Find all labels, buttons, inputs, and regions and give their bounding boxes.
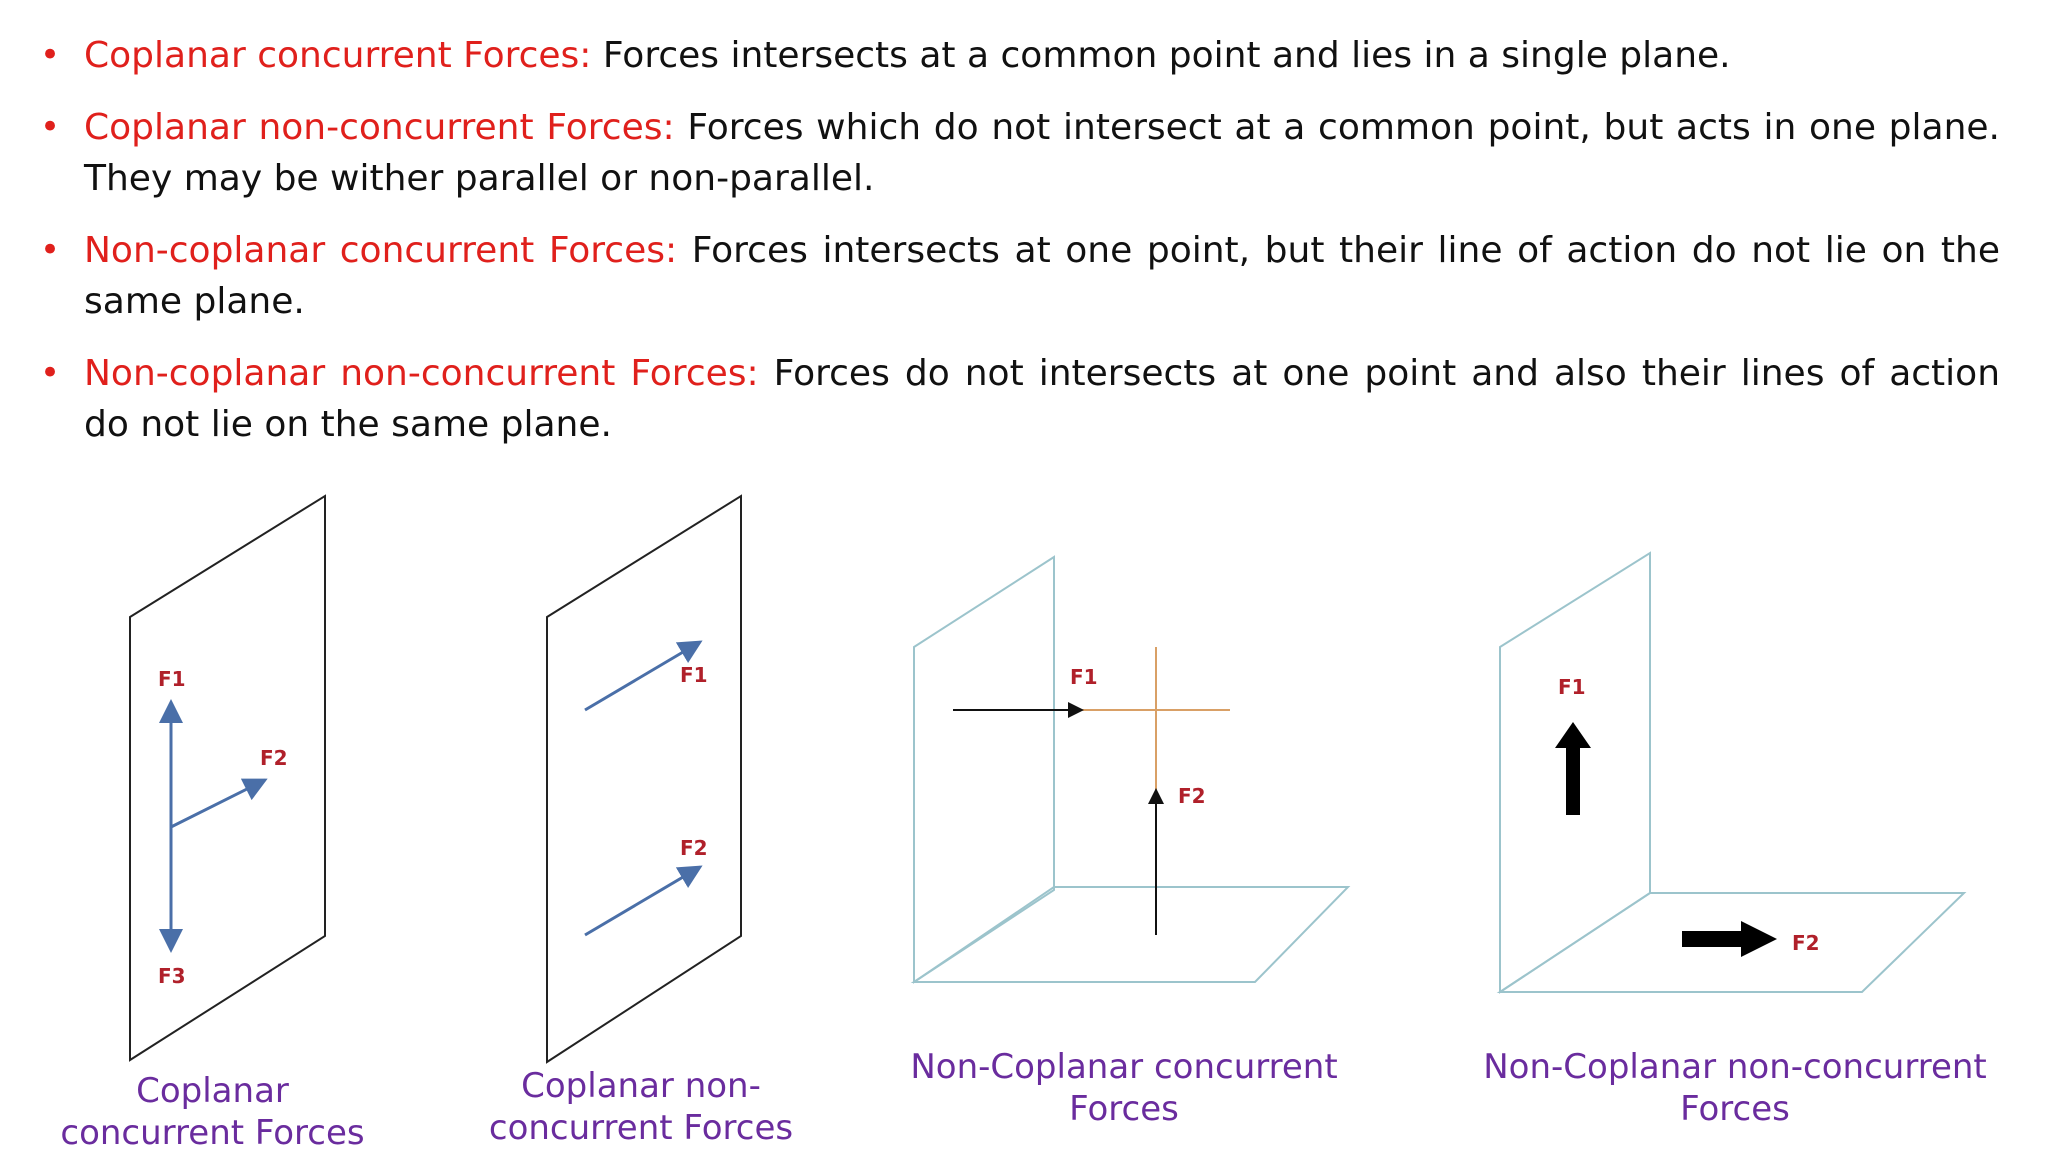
caption-coplanar-non-concurrent: Coplanar non-concurrent Forces — [488, 1066, 794, 1148]
bullet-term: Non-coplanar non-concurrent Forces: — [84, 353, 759, 394]
bullet-dot-icon: • — [40, 35, 61, 75]
plane-vertical — [546, 494, 742, 1064]
bullet-list: • Coplanar concurrent Forces: Forces int… — [40, 30, 2000, 471]
bullet-text: Forces intersects at one point, but thei… — [84, 230, 2000, 322]
diagram-non-coplanar-concurrent: F1 F2 — [910, 555, 1351, 984]
force-f1-arrow — [1555, 722, 1591, 815]
caption-non-coplanar-non-concurrent: Non-Coplanar non-concurrent Forces — [1483, 1047, 1987, 1129]
caption-coplanar-concurrent: Coplanar concurrent Forces — [60, 1071, 365, 1153]
label-f2: F2 — [680, 836, 708, 860]
diagram-coplanar-concurrent: F1 F2 F3 — [129, 494, 326, 1062]
bullet-dot-icon: • — [40, 230, 61, 270]
diagram-non-coplanar-non-concurrent: F1 F2 — [1496, 551, 1967, 994]
bullet-coplanar-concurrent: • Coplanar concurrent Forces: Forces int… — [40, 30, 2000, 81]
bullet-text: Forces intersects at a common point and … — [591, 35, 1731, 76]
label-f1: F1 — [158, 667, 186, 691]
label-f1: F1 — [680, 663, 708, 687]
force-f2-arrow — [584, 865, 703, 937]
label-f1: F1 — [1558, 675, 1586, 699]
bullet-dot-icon: • — [40, 107, 61, 147]
plane-horizontal — [1496, 892, 1967, 993]
bullet-non-coplanar-non-concurrent: • Non-coplanar non-concurrent Forces: Fo… — [40, 348, 2000, 450]
force-f1-arrow — [584, 640, 703, 712]
bullet-non-coplanar-concurrent: • Non-coplanar concurrent Forces: Forces… — [40, 225, 2000, 327]
bullet-term: Coplanar concurrent Forces: — [84, 35, 592, 76]
label-f1: F1 — [1070, 665, 1098, 689]
caption-non-coplanar-concurrent: Non-Coplanar concurrent Forces — [910, 1047, 1338, 1129]
force-f2-arrow — [1682, 921, 1777, 957]
bullet-term: Non-coplanar concurrent Forces: — [84, 230, 678, 271]
label-f3: F3 — [158, 964, 186, 988]
bullet-text: Forces do not intersects at one point an… — [84, 353, 2001, 445]
bullet-text: Forces which do not intersect at a commo… — [84, 107, 2000, 199]
label-f2: F2 — [1792, 931, 1820, 955]
force-f2-arrow — [170, 778, 268, 829]
label-f2: F2 — [260, 746, 288, 770]
plane-vertical — [129, 494, 326, 1062]
diagram-coplanar-non-concurrent: F1 F2 — [546, 494, 742, 1064]
label-f2: F2 — [1178, 784, 1206, 808]
bullet-dot-icon: • — [40, 353, 61, 393]
plane-vertical — [913, 555, 1055, 984]
bullet-coplanar-non-concurrent: • Coplanar non-concurrent Forces: Forces… — [40, 102, 2000, 204]
plane-horizontal — [910, 886, 1351, 983]
bullet-term: Coplanar non-concurrent Forces: — [84, 107, 675, 148]
